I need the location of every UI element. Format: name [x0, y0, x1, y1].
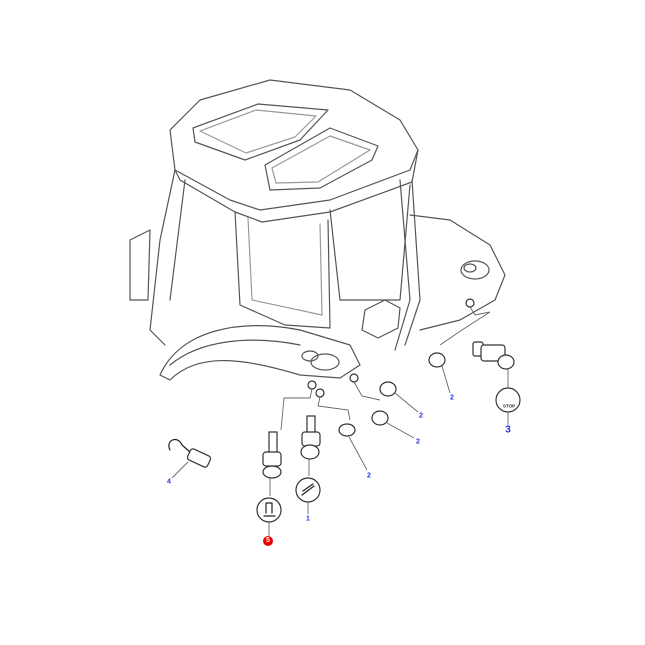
switch-part-5: [256, 431, 282, 536]
callout-label-2[interactable]: 2: [367, 472, 371, 480]
plug-cap-2b: [371, 410, 389, 426]
harness-part-4: [168, 438, 212, 479]
callout-label-3[interactable]: 3: [505, 424, 511, 436]
callout-label-2[interactable]: 2: [416, 438, 420, 446]
plug-cap-2d: [428, 352, 446, 368]
callout-label-2[interactable]: 2: [450, 394, 454, 402]
callout-label-5-highlighted[interactable]: 5: [263, 536, 273, 546]
callout-label-1[interactable]: 1: [306, 515, 310, 523]
switch-part-1: [295, 415, 321, 514]
callout-label-2[interactable]: 2: [419, 412, 423, 420]
switch-part-3: [472, 341, 521, 425]
plug-cap-2c: [338, 423, 356, 437]
callout-label-4[interactable]: 4: [167, 478, 171, 486]
plug-cap-2a: [379, 381, 397, 397]
stop-switch-text: STOP: [502, 403, 516, 409]
